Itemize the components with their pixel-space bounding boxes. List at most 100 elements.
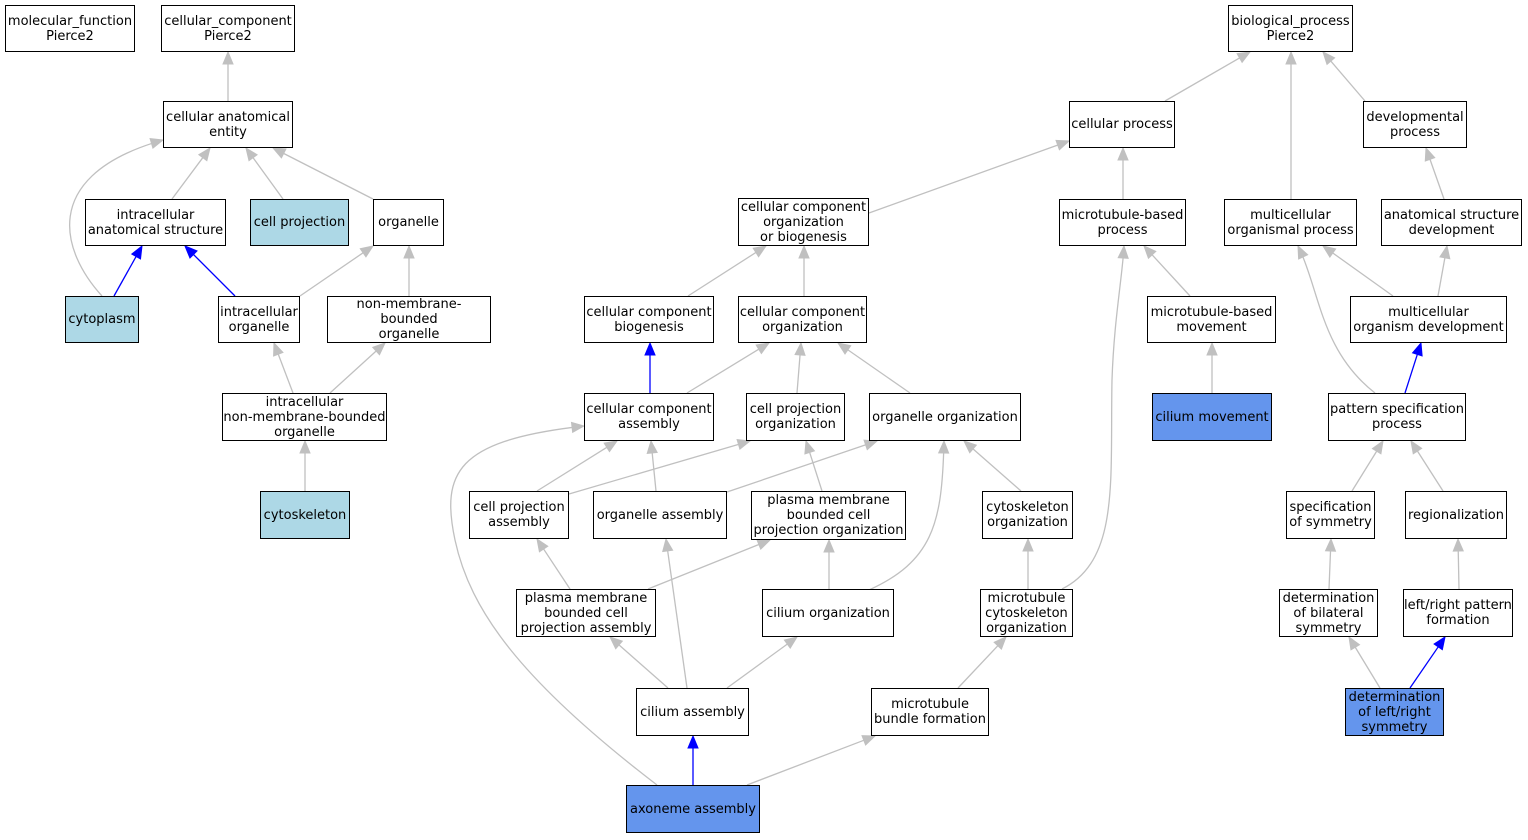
go-term-psp[interactable]: pattern specification process <box>1328 393 1466 441</box>
edge-inmbo-to-io <box>277 353 294 394</box>
go-term-lrpf[interactable]: left/right pattern formation <box>1403 589 1513 637</box>
go-term-mtbm[interactable]: microtubule-based movement <box>1147 296 1276 343</box>
go-term-pmbcpo[interactable]: plasma membrane bounded cell projection … <box>751 491 906 540</box>
edge-cso-to-oo-arrowhead <box>963 440 978 454</box>
edge-ias-to-cae <box>171 156 204 200</box>
go-term-mtco[interactable]: microtubule cytoskeleton organization <box>980 589 1073 637</box>
edge-psp-to-mod <box>1404 353 1419 394</box>
edge-dlrs-to-lrpf <box>1409 645 1440 689</box>
edge-mtco-to-cso-arrowhead <box>1022 537 1034 552</box>
edge-io-to-org <box>299 251 365 297</box>
go-term-mtbp[interactable]: microtubule-based process <box>1059 199 1186 246</box>
edge-ccb-to-ccob <box>687 251 758 297</box>
edge-org-to-cae-arrowhead <box>271 147 287 159</box>
go-term-cproj[interactable]: cell projection <box>250 199 349 246</box>
edge-psp-to-mop-arrowhead <box>1297 244 1309 260</box>
go-term-co[interactable]: cilium organization <box>762 589 894 637</box>
edge-oa-to-oo <box>726 443 867 493</box>
edge-cm-to-mtbm-arrowhead <box>1206 341 1218 356</box>
go-term-reg[interactable]: regionalization <box>1405 491 1507 539</box>
go-term-sos[interactable]: specification of symmetry <box>1286 491 1375 539</box>
edge-reg-to-psp-arrowhead <box>1410 439 1423 455</box>
edge-lrpf-to-reg <box>1457 549 1460 590</box>
go-term-cpa[interactable]: cell projection assembly <box>469 491 569 539</box>
edge-mtbm-to-mtbp <box>1150 253 1191 297</box>
edge-sos-to-psp <box>1351 450 1378 492</box>
go-term-ccob[interactable]: cellular component organization or bioge… <box>738 198 869 246</box>
edge-psp-to-mod-arrowhead <box>1411 341 1423 357</box>
go-term-cm[interactable]: cilium movement <box>1152 393 1272 441</box>
edge-asd-to-devp-arrowhead <box>1424 146 1436 162</box>
edge-pmbcpo-to-cpo <box>808 451 823 492</box>
go-term-cytosk[interactable]: cytoskeleton <box>260 491 350 539</box>
edge-co-to-oo <box>868 440 945 591</box>
edge-dlrs-to-lrpf-arrowhead <box>1433 635 1446 651</box>
edge-cp-to-bp <box>1164 56 1241 102</box>
edge-mtbp-to-cp-arrowhead <box>1117 146 1129 161</box>
edge-cpa-to-cca <box>536 446 609 492</box>
go-term-org[interactable]: organelle <box>373 199 444 246</box>
go-term-mod[interactable]: multicellular organism development <box>1350 296 1507 343</box>
go-term-asd[interactable]: anatomical structure development <box>1381 199 1522 246</box>
edge-io-to-org-arrowhead <box>359 245 375 258</box>
go-term-mf[interactable]: molecular_function Pierce2 <box>5 5 135 52</box>
go-term-inmbo[interactable]: intracellular non-membrane-bounded organ… <box>222 393 387 441</box>
edge-oo-to-cco <box>846 348 911 394</box>
go-term-mbf[interactable]: microtubule bundle formation <box>871 688 989 736</box>
go-term-dbs[interactable]: determination of bilateral symmetry <box>1279 589 1378 637</box>
edge-cco-to-ccob-arrowhead <box>798 244 810 259</box>
go-term-bp[interactable]: biological_process Pierce2 <box>1228 5 1353 52</box>
edge-reg-to-psp <box>1416 449 1444 492</box>
edge-mtco-to-mtbp <box>1061 245 1125 590</box>
go-term-devp[interactable]: developmental process <box>1363 101 1467 148</box>
edge-cae-to-cc-arrowhead <box>222 50 234 65</box>
edge-pmbcpa-to-pmbcpo-arrowhead <box>756 539 772 550</box>
edge-ccob-to-cp <box>868 144 1059 214</box>
go-term-cso[interactable]: cytoskeleton organization <box>982 491 1073 539</box>
edge-inmbo-to-nmbo-arrowhead <box>371 342 386 356</box>
go-term-cc[interactable]: cellular_component Pierce2 <box>161 5 295 52</box>
edge-oa-to-oo-arrowhead <box>863 439 879 451</box>
go-term-dlrs[interactable]: determination of left/right symmetry <box>1345 688 1444 736</box>
go-term-ias[interactable]: intracellular anatomical structure <box>85 199 226 246</box>
edge-ias-to-cae-arrowhead <box>197 146 211 162</box>
edge-ca-to-co <box>726 642 789 689</box>
go-term-cae[interactable]: cellular anatomical entity <box>163 101 293 148</box>
edge-oa-to-cca <box>651 451 657 492</box>
edge-cca-to-cco-arrowhead <box>755 342 771 355</box>
edge-io-to-ias <box>192 253 236 297</box>
go-term-aa[interactable]: axoneme assembly <box>626 785 760 833</box>
go-term-cyto[interactable]: cytoplasm <box>65 296 139 343</box>
edge-cyto-to-cae-arrowhead <box>149 138 165 150</box>
go-term-cca[interactable]: cellular component assembly <box>584 393 714 441</box>
edge-dlrs-to-dbs <box>1354 646 1381 689</box>
edge-cproj-to-cae-arrowhead <box>245 146 258 162</box>
go-term-oa[interactable]: organelle assembly <box>593 491 727 539</box>
edge-dlrs-to-dbs-arrowhead <box>1348 635 1361 651</box>
edge-aa-to-ca-arrowhead <box>687 734 699 749</box>
edge-devp-to-bp-arrowhead <box>1322 51 1336 66</box>
edge-aa-to-mbf <box>746 739 865 786</box>
go-term-cco[interactable]: cellular component organization <box>738 296 867 343</box>
go-term-oo[interactable]: organelle organization <box>869 393 1021 441</box>
edge-dbs-to-sos-arrowhead <box>1324 537 1337 552</box>
go-term-ca[interactable]: cilium assembly <box>636 688 749 736</box>
go-term-cpo[interactable]: cell projection organization <box>746 393 845 441</box>
edge-asd-to-devp <box>1429 158 1445 200</box>
go-term-nmbo[interactable]: non-membrane-bounded organelle <box>327 296 491 343</box>
go-term-cp[interactable]: cellular process <box>1069 101 1175 148</box>
go-term-io[interactable]: intracellular organelle <box>218 296 300 343</box>
edge-cpo-to-cco <box>796 353 801 394</box>
edge-aa-to-mbf-arrowhead <box>861 735 877 746</box>
go-term-pmbcpa[interactable]: plasma membrane bounded cell projection … <box>516 589 656 637</box>
edge-mod-to-asd <box>1437 256 1446 297</box>
edge-cca-to-cco <box>686 348 760 394</box>
go-term-mop[interactable]: multicellular organismal process <box>1224 199 1357 246</box>
go-term-ccb[interactable]: cellular component biogenesis <box>584 296 714 343</box>
edge-ca-to-pmbcpa <box>617 643 669 689</box>
edge-pmbcpa-to-cpa-arrowhead <box>536 537 549 553</box>
edge-org-to-cae <box>282 152 374 200</box>
edge-io-to-ias-arrowhead <box>184 245 198 259</box>
edge-pmbcpo-to-cpo-arrowhead <box>804 439 816 455</box>
